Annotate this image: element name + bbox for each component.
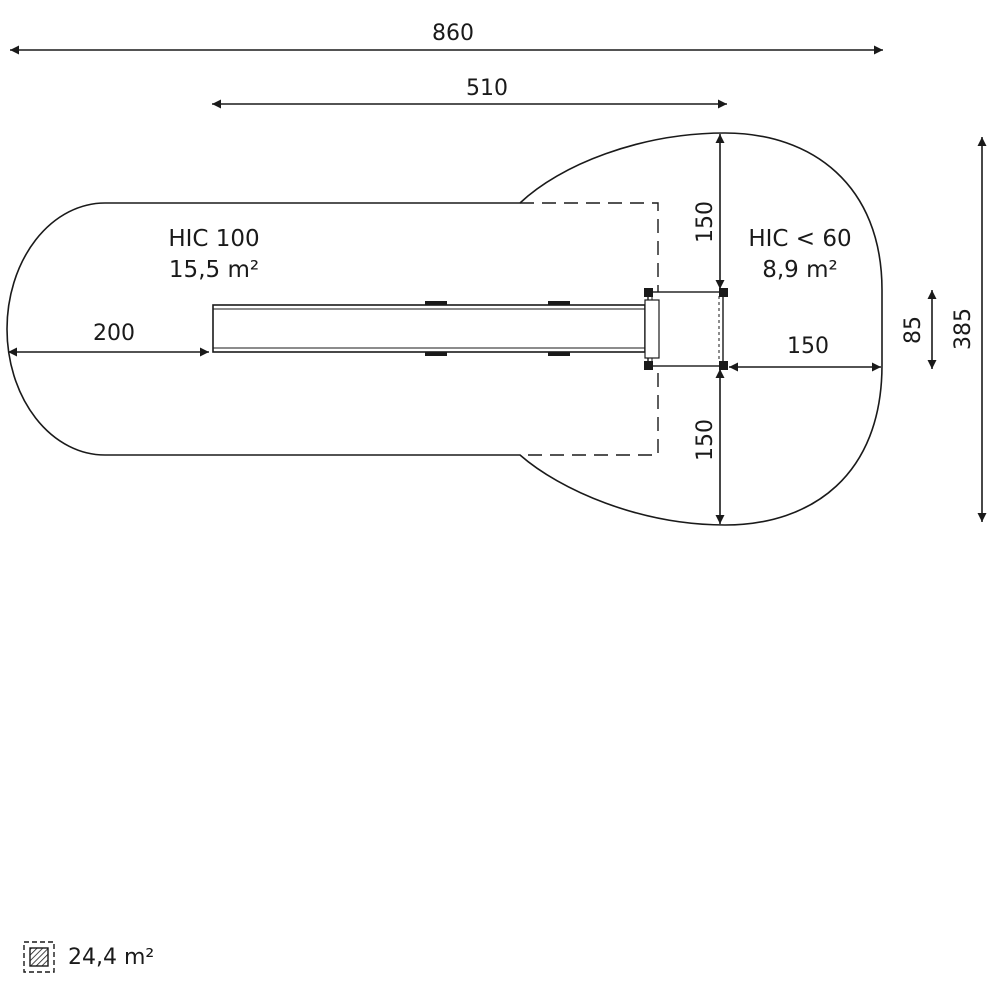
slide-support (548, 352, 570, 356)
area-legend: 24,4 m² (22, 940, 154, 974)
dim-label-510: 510 (466, 76, 508, 101)
post (644, 288, 653, 297)
zone-right-hic: HIC < 60 (748, 226, 851, 252)
slide-chute (212, 304, 646, 353)
dim-label-200: 200 (93, 321, 135, 346)
post (719, 288, 728, 297)
post (719, 361, 728, 370)
zone-right-area: 8,9 m² (762, 257, 838, 283)
dim-label-860: 860 (432, 21, 474, 46)
dim-label-385: 385 (951, 308, 976, 350)
dim-label-150-top: 150 (693, 201, 718, 243)
zone-left-area: 15,5 m² (169, 257, 259, 283)
total-area-label: 24,4 m² (68, 944, 155, 970)
dim-label-85: 85 (901, 316, 926, 344)
dim-label-150-right: 150 (787, 334, 829, 359)
zone-left-hic: HIC 100 (168, 226, 259, 252)
post (644, 361, 653, 370)
platform (647, 291, 724, 367)
slide-support (425, 301, 447, 305)
dim-label-150-bottom: 150 (693, 419, 718, 461)
slide-support (425, 352, 447, 356)
slide-entry (644, 299, 660, 359)
safety-area-outline (6, 132, 883, 526)
hatched-area-icon (23, 941, 55, 973)
slide-support (548, 301, 570, 305)
